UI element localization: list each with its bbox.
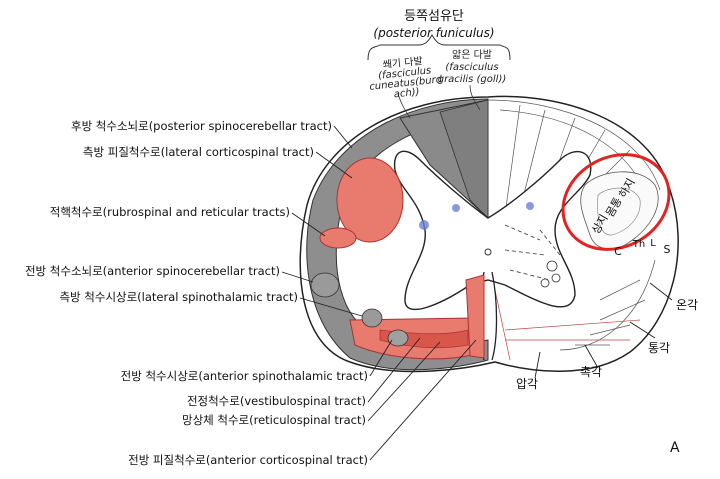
cuneatus-leader [397,92,411,119]
posterior-funiculus-title: 등쪽섬유단 [404,9,464,24]
anterior-spinocerebellar-patch [310,272,340,298]
modality-pressure: 압각 [516,377,538,391]
gracilis-label-2: (fasciculus [445,62,498,73]
label-lateral-spinothalamic: 측방 척수시상로(lateral spinothalamic tract) [59,290,298,304]
label-rubrospinal: 적핵척수로(rubrospinal and reticular tracts) [50,205,290,219]
left-leader-lines [281,125,477,461]
gracilis-label-1: 얇은 다발 [452,48,492,61]
segment-letter-c: C [614,245,622,258]
right-gray-matter-dashes [504,224,561,281]
segment-letter-th: Th [632,239,645,250]
segment-letter-s: S [664,243,671,256]
posterior-funiculus-subtitle: (posterior funiculus) [373,26,494,40]
gracilis-leader [469,84,481,111]
cuneatus-label-4: ach)) [393,87,420,101]
right-leader-lines [534,282,673,379]
gracilis-label-3: gracilis (goll)) [438,74,507,85]
somatotopic-inner [597,187,641,236]
label-vestibulospinal: 전정척수로(vestibulospinal tract) [187,394,366,408]
anterior-corticospinal-tract [465,274,485,359]
label-reticulospinal: 망상체 척수로(reticulospinal tract) [182,413,366,427]
somatotopic-region [580,171,659,250]
label-anterior-corticospinal: 전방 피질척수로(anterior corticospinal tract) [128,453,368,467]
label-anterior-spinothalamic: 전방 척수시상로(anterior spinothalamic tract) [121,369,368,383]
rubrospinal-tract [319,227,357,249]
segment-letter-l: L [650,238,656,249]
cuneatus-label-1: 쐐기 다발 [382,55,423,71]
nucleus-dot-left [419,220,429,230]
nucleus-dot-center [452,204,460,212]
label-anterior-spinocerebellar: 전방 척수소뇌로(anterior spinocerebellar tract) [25,264,280,278]
label-lateral-corticospinal: 측방 피질척수로(lateral corticospinal tract) [83,145,314,159]
anterior-spinothalamic-patch [387,329,409,347]
label-posterior-spinocerebellar: 후방 척수소뇌로(posterior spinocerebellar tract… [71,119,332,133]
posterior-funiculus-brace [367,33,511,61]
central-canal [484,248,492,256]
modality-pain: 통각 [648,341,670,355]
nucleus-dot-right [526,202,534,210]
highlight-ellipse [561,153,671,251]
gray-matter-butterfly [393,150,592,311]
lateral-spinothalamic-patch [361,308,383,328]
modality-temperature: 온각 [676,298,698,312]
modality-touch: 촉각 [580,365,602,379]
panel-letter: A [670,440,680,456]
lateral-corticospinal-tract [336,157,404,243]
motor-neuron-circles [540,260,561,288]
